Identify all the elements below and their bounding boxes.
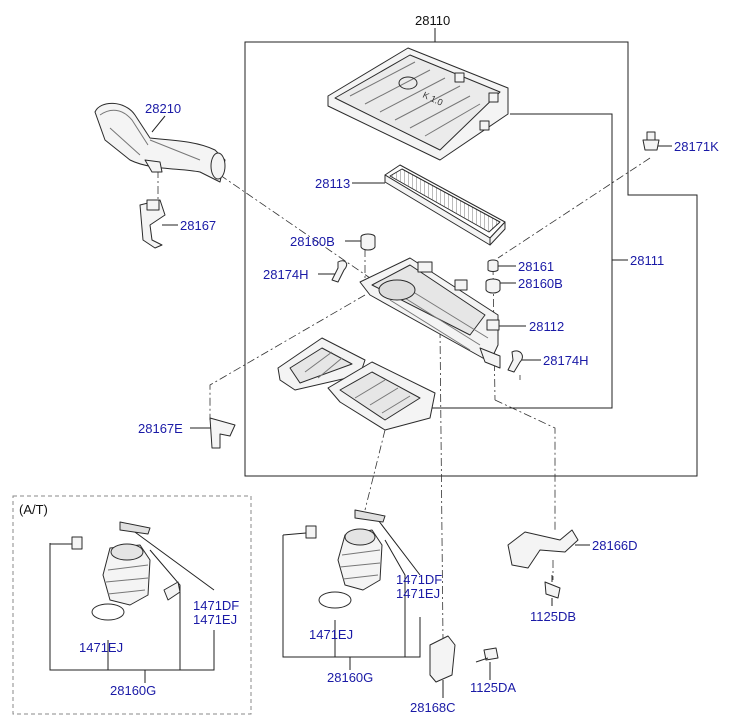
upper-cover: K 1.0 — [327, 47, 509, 161]
lower-case — [359, 257, 501, 369]
mount-bolt-part — [475, 647, 499, 663]
leader-lines — [49, 28, 698, 698]
label-28167E: 28167E — [138, 421, 183, 436]
mt-resonator-hose — [305, 525, 383, 591]
label-mt-1471EJ-top: 1471EJ — [396, 586, 441, 601]
lower-tray-left — [277, 337, 366, 391]
label-28110: 28110 — [415, 13, 451, 28]
label-28168C: 28168C — [410, 700, 456, 715]
at-group-box — [12, 495, 252, 715]
label-at-1471EJ-bottom: 1471EJ — [79, 640, 124, 655]
label-mt-28160G: 28160G — [327, 670, 374, 685]
mt-clamp-bottom-part — [318, 591, 352, 609]
label-28174H-left: 28174H — [263, 267, 309, 282]
lower-tray-right — [327, 361, 436, 431]
label-28161: 28161 — [518, 259, 555, 274]
intake-hose — [94, 102, 226, 183]
at-clamp-bottom-part — [91, 603, 125, 621]
clip-right — [507, 350, 523, 373]
label-28166D: 28166D — [592, 538, 638, 553]
label-1125DB: 1125DB — [530, 609, 577, 624]
grommet-left — [360, 233, 376, 251]
label-at-1471EJ-top: 1471EJ — [193, 612, 238, 627]
at-clamp-top-part — [119, 521, 151, 535]
hose-bracket — [139, 199, 166, 249]
label-at-group: (A/T) — [19, 502, 48, 517]
grommet-right — [485, 278, 501, 294]
label-mt-1471EJ-bottom: 1471EJ — [309, 627, 354, 642]
parts: K 1.0 — [71, 47, 660, 683]
label-28113: 28113 — [315, 176, 351, 191]
lower-bracket-part — [209, 417, 236, 449]
label-28160B-left: 28160B — [290, 234, 335, 249]
label-mt-1471DF: 1471DF — [396, 572, 443, 587]
air-filter — [384, 164, 506, 246]
label-28210: 28210 — [145, 101, 182, 116]
mount-bracket-part — [429, 635, 456, 683]
clip-left — [331, 260, 348, 283]
label-1125DA: 1125DA — [470, 680, 517, 695]
label-28171K: 28171K — [674, 139, 719, 154]
label-28111: 28111 — [630, 253, 665, 268]
label-28174H-right: 28174H — [543, 353, 589, 368]
label-28112: 28112 — [529, 319, 565, 334]
mt-clamp-top-part — [354, 509, 386, 523]
label-at-28160G: 28160G — [110, 683, 157, 698]
collar-part — [487, 259, 499, 272]
label-28167: 28167 — [180, 218, 217, 233]
label-at-1471DF: 1471DF — [193, 598, 240, 613]
case-bracket-part — [507, 529, 579, 569]
at-resonator-hose — [71, 536, 181, 606]
bracket-bolt-part — [544, 575, 561, 599]
label-28160B-right: 28160B — [518, 276, 563, 291]
cover-bolt-part — [642, 131, 660, 151]
